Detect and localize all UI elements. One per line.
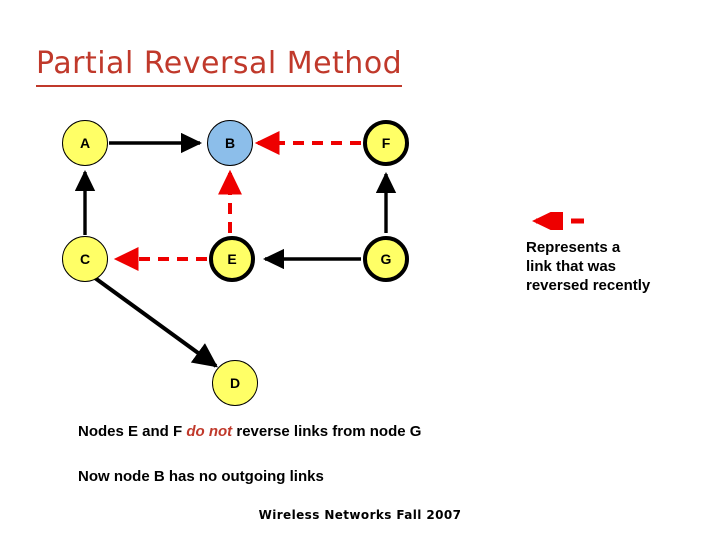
- caption-line-2: Now node B has no outgoing links: [78, 468, 324, 485]
- footer-label: Wireless Networks Fall 2007: [258, 508, 462, 522]
- legend-arrow-wrapper: [526, 206, 708, 236]
- caption-line-1: Nodes E and F do not reverse links from …: [78, 423, 421, 440]
- legend: Represents a link that was reversed rece…: [526, 206, 708, 295]
- legend-description: Represents a link that was reversed rece…: [526, 238, 708, 295]
- reversed-link-arrow-icon: [532, 206, 584, 236]
- caption-1-part-2: reverse links from node G: [232, 423, 422, 440]
- graph-node-e-label: E: [227, 251, 237, 267]
- graph-node-f[interactable]: F: [363, 120, 409, 166]
- legend-line-2: link that was: [526, 258, 617, 275]
- graph-node-b[interactable]: B: [207, 120, 253, 166]
- legend-line-3: reversed recently: [526, 277, 651, 294]
- graph-node-a-label: A: [79, 135, 91, 151]
- graph-node-d[interactable]: D: [212, 360, 258, 406]
- graph-node-d-label: D: [229, 375, 241, 391]
- page-title: Partial Reversal Method: [36, 46, 403, 87]
- caption-1-emphasis: do not: [186, 423, 233, 440]
- graph-node-b-label: B: [224, 135, 236, 151]
- graph-node-g[interactable]: G: [363, 236, 409, 282]
- graph-node-g-label: G: [380, 251, 392, 267]
- graph-node-c-label: C: [79, 251, 91, 267]
- graph-node-f-label: F: [381, 135, 391, 151]
- caption-1-part-1: Nodes E and F: [78, 423, 187, 440]
- edge-c-to-d: [93, 276, 218, 368]
- legend-line-1: Represents a: [526, 239, 621, 256]
- graph-node-e[interactable]: E: [209, 236, 255, 282]
- graph-node-c[interactable]: C: [62, 236, 108, 282]
- graph-node-a[interactable]: A: [62, 120, 108, 166]
